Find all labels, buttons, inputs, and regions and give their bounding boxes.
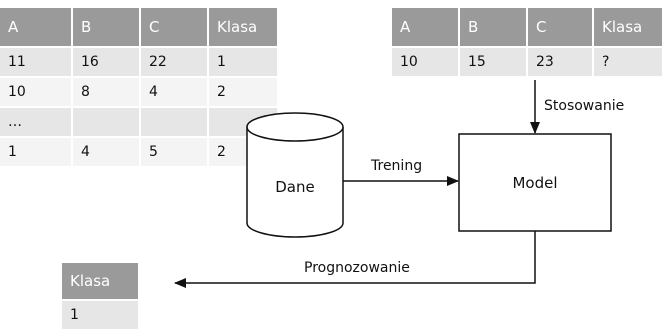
data-store-label: Dane <box>275 178 315 196</box>
table-cell: 4 <box>141 76 209 106</box>
table-row: 1 <box>62 299 138 329</box>
column-header: Klasa <box>594 8 662 46</box>
table-cell: 5 <box>141 136 209 166</box>
table-cell: 15 <box>460 46 528 76</box>
table-cell: 1 <box>62 299 138 329</box>
table-cell: 10 <box>0 76 73 106</box>
table-header-row: A B C Klasa <box>0 8 277 46</box>
table-cell: 11 <box>0 46 73 76</box>
table-cell <box>141 106 209 136</box>
table-cell: 4 <box>73 136 141 166</box>
new-sample-table: A B C Klasa 10 15 23 ? <box>392 8 662 76</box>
table-cell: 22 <box>141 46 209 76</box>
table-cell <box>73 106 141 136</box>
predict-label: Prognozowanie <box>304 260 410 276</box>
model-label: Model <box>512 174 558 192</box>
column-header: Klasa <box>209 8 277 46</box>
column-header: B <box>73 8 141 46</box>
column-header: C <box>141 8 209 46</box>
table-cell: ? <box>594 46 662 76</box>
table-cell: … <box>0 106 73 136</box>
table-header-row: Klasa <box>62 263 138 299</box>
table-cell: 16 <box>73 46 141 76</box>
column-header: C <box>528 8 594 46</box>
table-row: 10 15 23 ? <box>392 46 662 76</box>
column-header: A <box>392 8 460 46</box>
table-cell: 8 <box>73 76 141 106</box>
apply-label: Stosowanie <box>544 98 625 114</box>
table-row: 11 16 22 1 <box>0 46 277 76</box>
table-row: 1 4 5 2 <box>0 136 277 166</box>
table-cell: 10 <box>392 46 460 76</box>
prediction-result-table: Klasa 1 <box>62 263 138 329</box>
table-cell: 1 <box>0 136 73 166</box>
training-label: Trening <box>371 158 423 174</box>
column-header: A <box>0 8 73 46</box>
table-cell <box>209 106 277 136</box>
table-row: … <box>0 106 277 136</box>
table-row: 10 8 4 2 <box>0 76 277 106</box>
column-header: Klasa <box>62 263 138 299</box>
table-cell: 1 <box>209 46 277 76</box>
table-cell: 2 <box>209 136 277 166</box>
table-cell: 23 <box>528 46 594 76</box>
table-header-row: A B C Klasa <box>392 8 662 46</box>
column-header: B <box>460 8 528 46</box>
training-data-table: A B C Klasa 11 16 22 1 10 8 4 2 … 1 4 5 <box>0 8 277 166</box>
table-cell: 2 <box>209 76 277 106</box>
